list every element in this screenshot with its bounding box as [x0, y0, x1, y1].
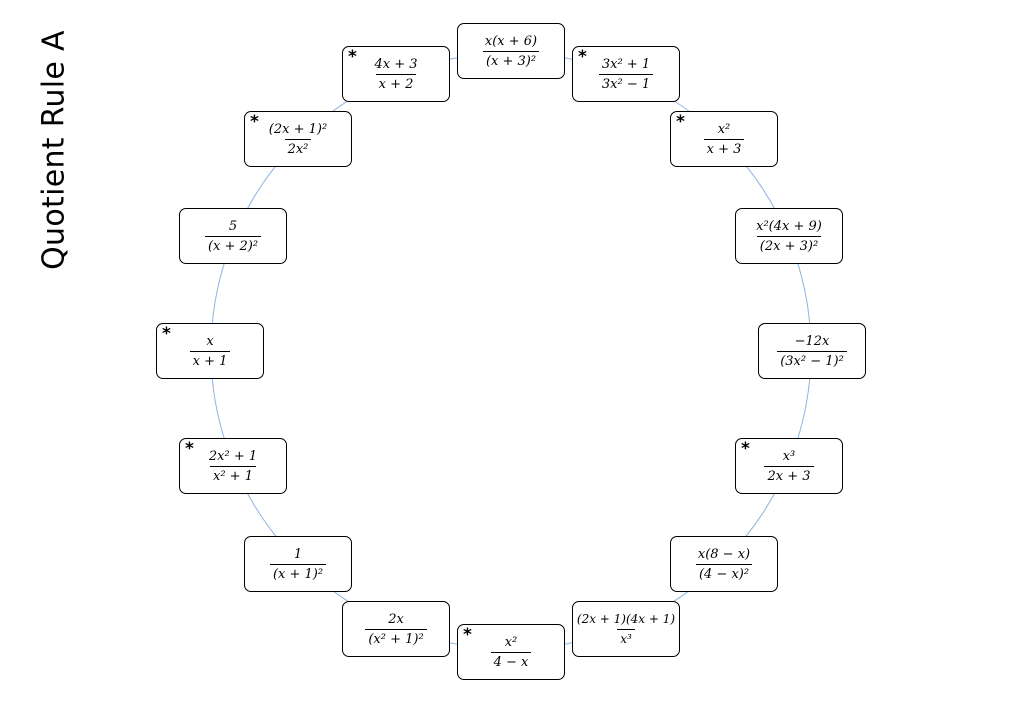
- numerator: −12x: [794, 333, 830, 349]
- numerator: x³: [782, 448, 796, 464]
- star-marker: *: [676, 112, 685, 132]
- star-marker: *: [250, 112, 259, 132]
- denominator: x + 1: [189, 350, 231, 370]
- numerator: x(x + 6): [484, 33, 538, 49]
- fraction: x(x + 6)(x + 3)²: [482, 33, 540, 70]
- star-marker: *: [741, 439, 750, 459]
- denominator: (x + 1)²: [269, 563, 327, 583]
- denominator: x² + 1: [210, 465, 256, 485]
- fraction: 1(x + 1)²: [269, 546, 327, 583]
- numerator: x(8 − x): [697, 546, 751, 562]
- card-bottom-left-2: 1(x + 1)²: [244, 536, 352, 592]
- fraction: 5(x + 2)²: [204, 218, 262, 255]
- denominator: x + 2: [375, 73, 417, 93]
- denominator: (2x + 3)²: [756, 235, 822, 255]
- numerator: (2x + 1)²: [268, 121, 328, 137]
- card-right-1: x²(4x + 9)(2x + 3)²: [735, 208, 843, 264]
- denominator: x + 3: [703, 138, 745, 158]
- fraction: x²(4x + 9)(2x + 3)²: [753, 218, 825, 255]
- denominator: x³: [617, 628, 635, 648]
- fraction: 2x(x² + 1)²: [365, 611, 427, 648]
- denominator: 4 − x: [490, 651, 532, 671]
- denominator: 3x² − 1: [598, 73, 654, 93]
- card-right-2: −12x(3x² − 1)²: [758, 323, 866, 379]
- denominator: (x² + 1)²: [365, 628, 427, 648]
- fraction: (2x + 1)(4x + 1) x³: [574, 611, 678, 648]
- numerator: 2x² + 1: [208, 448, 258, 464]
- denominator: (x + 3)²: [482, 50, 540, 70]
- star-marker: *: [578, 47, 587, 67]
- star-marker: *: [463, 625, 472, 645]
- card-top: x(x + 6)(x + 3)²: [457, 23, 565, 79]
- numerator: (2x + 1)(4x + 1): [576, 611, 676, 626]
- denominator: (4 − x)²: [695, 563, 753, 583]
- star-marker: *: [162, 324, 171, 344]
- numerator: x²: [717, 121, 731, 137]
- star-marker: *: [185, 439, 194, 459]
- denominator: (3x² − 1)²: [777, 350, 847, 370]
- numerator: 2x: [388, 611, 404, 627]
- numerator: x²: [504, 634, 518, 650]
- numerator: 1: [293, 546, 303, 562]
- card-bottom-left-1: 2x(x² + 1)²: [342, 601, 450, 657]
- star-marker: *: [348, 47, 357, 67]
- numerator: 4x + 3: [374, 56, 418, 72]
- denominator: (x + 2)²: [204, 235, 262, 255]
- card-left-1: 5(x + 2)²: [179, 208, 287, 264]
- numerator: 5: [228, 218, 238, 234]
- numerator: x: [206, 333, 214, 349]
- numerator: x²(4x + 9): [756, 218, 822, 234]
- numerator: 3x² + 1: [601, 56, 651, 72]
- denominator: 2x²: [284, 138, 312, 158]
- card-bottom-right-1: (2x + 1)(4x + 1) x³: [572, 601, 680, 657]
- fraction: −12x(3x² − 1)²: [777, 333, 847, 370]
- card-bottom-right-2: x(8 − x)(4 − x)²: [670, 536, 778, 592]
- fraction: x(8 − x)(4 − x)²: [695, 546, 753, 583]
- denominator: 2x + 3: [764, 465, 814, 485]
